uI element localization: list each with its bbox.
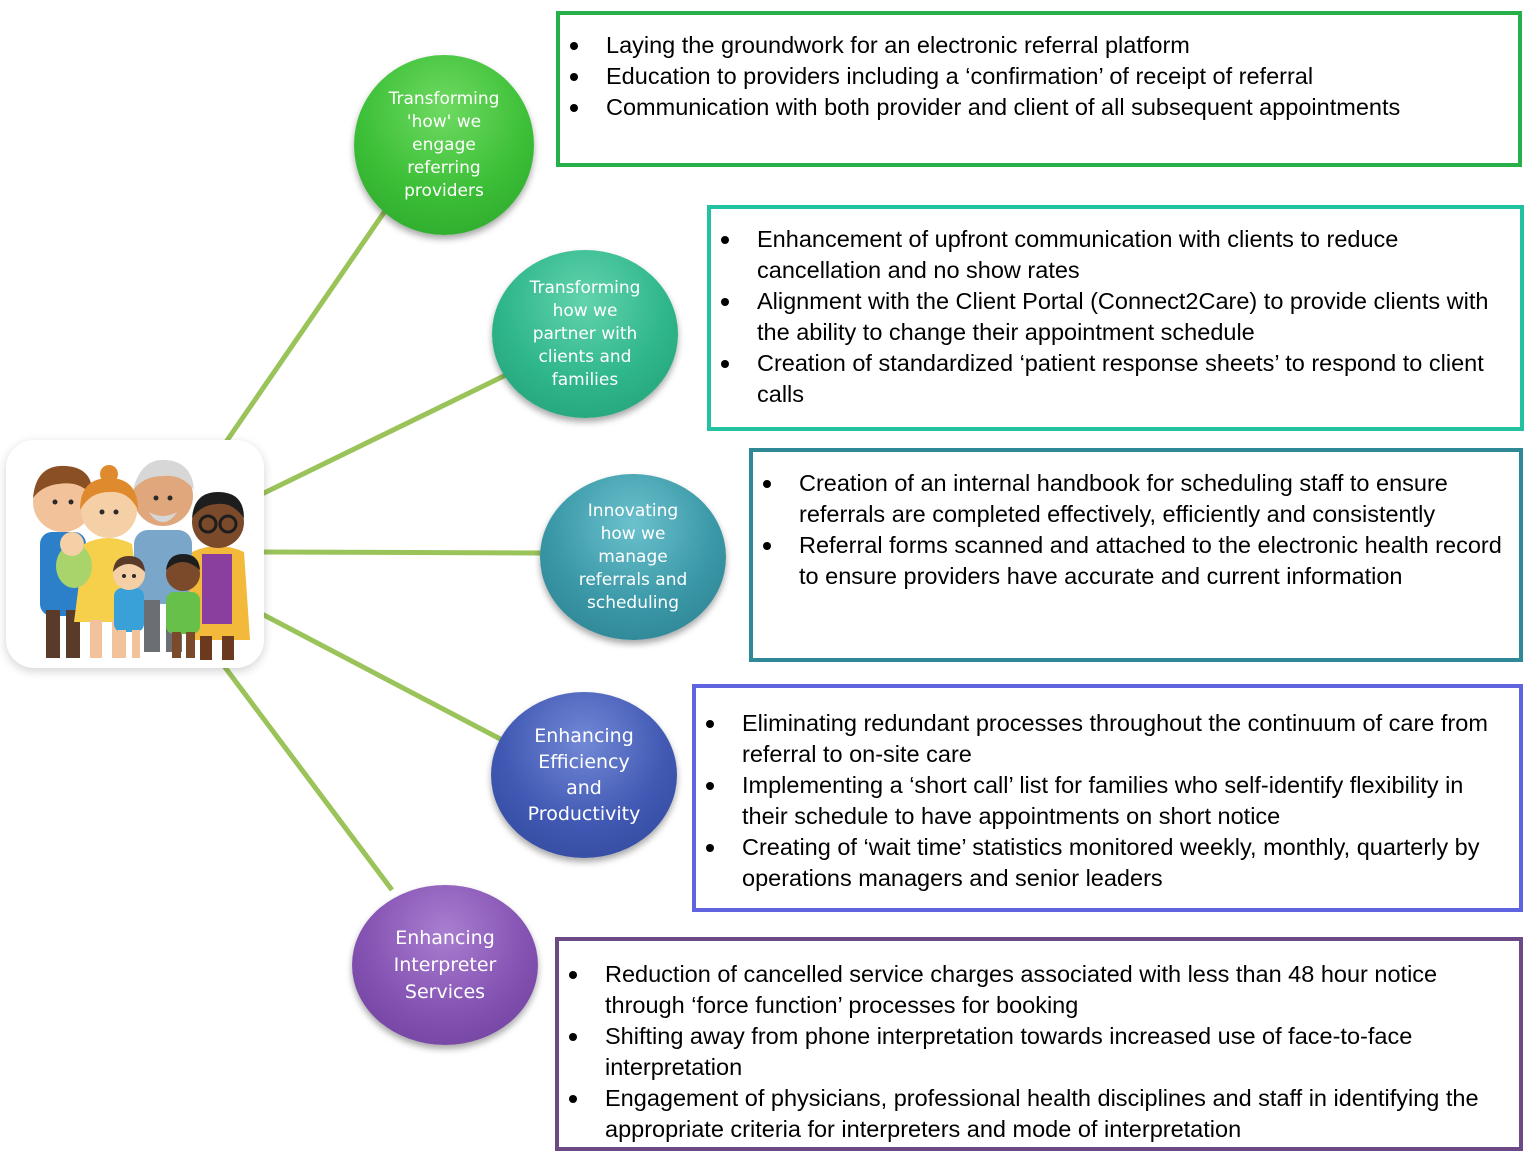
circle-label-line: and [566, 777, 602, 799]
circle-label-line: clients and [538, 346, 632, 367]
circle-label-line: engage [412, 134, 476, 155]
bullet-list: Laying the groundwork for an electronic … [560, 30, 1510, 123]
bullet-box-interpreter-services: Reduction of cancelled service charges a… [555, 937, 1523, 1151]
bullet-item: Enhancement of upfront communication wit… [711, 224, 1512, 286]
circle-label-line: 'how' we [406, 111, 482, 132]
branch-circle-referrals-scheduling: Innovating how we manage referrals and s… [540, 474, 726, 640]
branch-circle-interpreter-services: Enhancing Interpreter Services [352, 885, 538, 1045]
circle-label-line: Transforming [388, 88, 500, 109]
circle-label-line: Efficiency [538, 751, 630, 773]
circle-label-line: Productivity [527, 803, 641, 825]
bullet-item: Education to providers including a ‘conf… [560, 61, 1510, 92]
branch-circle-label: Transforming 'how' we engage referring p… [389, 88, 500, 203]
circle-label-line: how we [552, 300, 618, 321]
bullet-item: Engagement of physicians, professional h… [559, 1083, 1511, 1145]
circle-label-line: Transforming [529, 277, 641, 298]
bullet-item: Creating of ‘wait time’ statistics monit… [696, 832, 1511, 894]
bullet-item: Creation of standardized ‘patient respon… [711, 348, 1512, 410]
branch-circle-efficiency-productivity: Enhancing Efficiency and Productivity [491, 692, 677, 858]
connector-4 [260, 611, 508, 745]
family-illustration-icon [33, 459, 250, 660]
circle-label-line: Services [404, 980, 486, 1003]
branch-circle-referring-providers: Transforming 'how' we engage referring p… [354, 55, 534, 235]
bullet-list: Eliminating redundant processes througho… [696, 708, 1511, 894]
circle-label-line: referring [407, 157, 481, 178]
bullet-item: Laying the groundwork for an electronic … [560, 30, 1510, 61]
bullet-item: Implementing a ‘short call’ list for fam… [696, 770, 1511, 832]
circle-label-line: scheduling [586, 592, 679, 613]
bullet-item: Creation of an internal handbook for sch… [753, 468, 1511, 530]
bullet-list: Enhancement of upfront communication wit… [711, 224, 1512, 410]
circle-label-line: manage [598, 546, 668, 567]
connector-5 [222, 664, 394, 892]
circle-label-line: families [551, 369, 619, 390]
circle-label-line: Enhancing [395, 926, 495, 949]
bullet-item: Alignment with the Client Portal (Connec… [711, 286, 1512, 348]
connector-3 [263, 549, 543, 556]
family-illustration [6, 440, 264, 668]
bullet-box-referring-providers: Laying the groundwork for an electronic … [556, 11, 1522, 167]
bullet-item: Reduction of cancelled service charges a… [559, 959, 1511, 1021]
bullet-box-efficiency-productivity: Eliminating redundant processes througho… [692, 684, 1523, 912]
bullet-list: Creation of an internal handbook for sch… [753, 468, 1511, 592]
bullet-item: Shifting away from phone interpretation … [559, 1021, 1511, 1083]
branch-circle-label: Enhancing Interpreter Services [394, 925, 497, 1006]
connector-1 [223, 193, 399, 444]
circle-label-line: Interpreter [393, 953, 497, 976]
bullet-box-referrals-scheduling: Creation of an internal handbook for sch… [749, 448, 1523, 662]
branch-circle-label: Transforming how we partner with clients… [530, 277, 641, 392]
bullet-item: Communication with both provider and cli… [560, 92, 1510, 123]
circle-label-line: Innovating [587, 500, 679, 521]
circle-label-line: Enhancing [534, 725, 634, 747]
circle-label-line: partner with [532, 323, 638, 344]
branch-circle-clients-families: Transforming how we partner with clients… [492, 250, 678, 418]
bullet-item: Referral forms scanned and attached to t… [753, 530, 1511, 592]
bullet-box-clients-families: Enhancement of upfront communication wit… [707, 205, 1524, 431]
bullet-list: Reduction of cancelled service charges a… [559, 959, 1511, 1145]
circle-label-line: how we [600, 523, 666, 544]
circle-label-line: providers [404, 180, 484, 201]
connector-2 [260, 371, 510, 497]
bullet-item: Eliminating redundant processes througho… [696, 708, 1511, 770]
branch-circle-label: Innovating how we manage referrals and s… [579, 500, 688, 615]
branch-circle-label: Enhancing Efficiency and Productivity [528, 723, 641, 827]
circle-label-line: referrals and [578, 569, 688, 590]
